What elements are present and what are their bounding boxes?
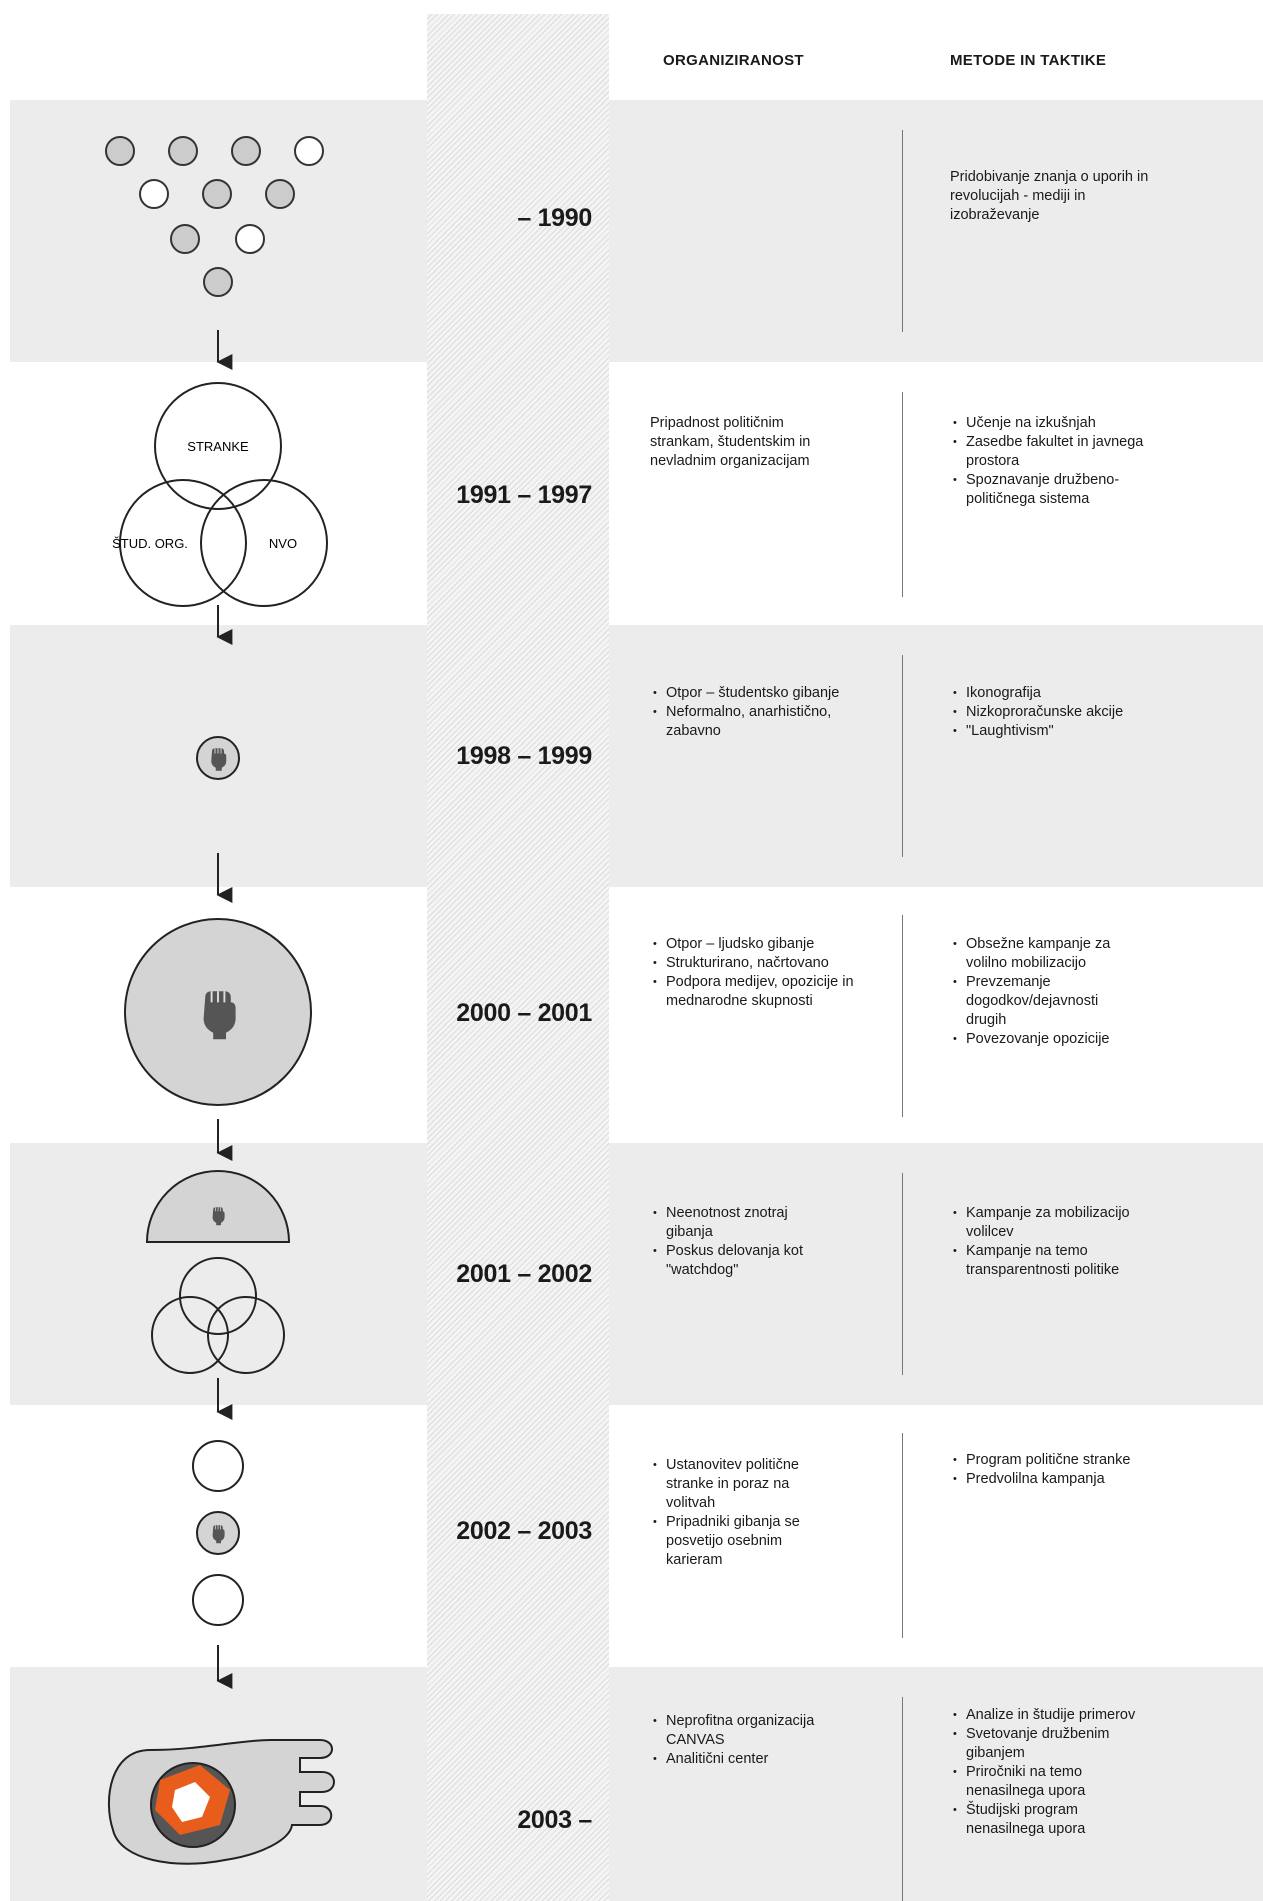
list-item: Neenotnost znotraj gibanja: [650, 1204, 826, 1242]
list-item: Neprofitna organizacija CANVAS: [650, 1712, 846, 1750]
years-label: 2003 –: [517, 1806, 592, 1834]
separator-row-1: [902, 130, 903, 332]
fist-icon: [124, 918, 312, 1106]
list-item: Program politične stranke: [950, 1451, 1190, 1470]
list-item: Poskus delovanja kot "watchdog": [650, 1242, 846, 1280]
separator-row-2: [902, 392, 903, 597]
fist-icon: [196, 736, 240, 780]
metode-list: Program politične stranke Predvolilna ka…: [950, 1451, 1190, 1489]
years-label: 2000 – 2001: [456, 999, 592, 1027]
list-item: "Laughtivism": [950, 722, 1190, 741]
party-circles-icon: [192, 1440, 244, 1626]
venn-label-nvo: NVO: [269, 536, 297, 551]
list-item: Predvolilna kampanja: [950, 1470, 1190, 1489]
list-item: Študijski program nenasilnega upora: [950, 1801, 1146, 1839]
row-band-1990: [10, 100, 1263, 362]
venn-label-stranke: STRANKE: [187, 439, 249, 454]
separator-row-6: [902, 1433, 903, 1638]
organiziranost-list: Ustanovitev politične stranke in poraz n…: [650, 1456, 890, 1570]
list-item: Ikonografija: [950, 684, 1190, 703]
list-item: Kampanje na temo transparentnosti politi…: [950, 1242, 1166, 1280]
metode-list: Učenje na izkušnjah Zasedbe fakultet in …: [950, 414, 1190, 509]
list-item: Otpor – študentsko gibanje: [650, 684, 890, 703]
separator-row-3: [902, 655, 903, 857]
list-item: Priročniki na temo nenasilnega upora: [950, 1763, 1146, 1801]
organiziranost-list: Neenotnost znotraj gibanja Poskus delova…: [650, 1204, 890, 1280]
years-label: – 1990: [517, 204, 592, 232]
metode-list: Kampanje za mobilizacijo volilcev Kampan…: [950, 1204, 1190, 1280]
list-item: Neformalno, anarhistično, zabavno: [650, 703, 866, 741]
header-metode: METODE IN TAKTIKE: [950, 52, 1107, 69]
venn-diagram-icon: [119, 382, 328, 607]
funnel-circles-icon: [105, 136, 324, 297]
list-item: Pripadniki gibanja se posvetijo osebnim …: [650, 1513, 841, 1570]
list-item: Svetovanje družbenim gibanjem: [950, 1725, 1166, 1763]
list-item: Povezovanje opozicije: [950, 1030, 1190, 1049]
list-item: Analitični center: [650, 1750, 890, 1769]
organiziranost-list: Otpor – študentsko gibanje Neformalno, a…: [650, 684, 890, 741]
metode-list: Analize in študije primerov Svetovanje d…: [950, 1706, 1190, 1839]
split-movement-icon: [145, 1170, 291, 1374]
list-item: Podpora medijev, opozicije in mednarodne…: [650, 973, 876, 1011]
organiziranost-text: Pripadnost političnim strankam, študents…: [650, 415, 811, 469]
years-label: 1991 – 1997: [456, 481, 592, 509]
separator-row-7: [902, 1697, 903, 1901]
years-column-hatch: [427, 14, 609, 1901]
years-label: 2002 – 2003: [456, 1517, 592, 1545]
header-organiziranost: ORGANIZIRANOST: [663, 52, 804, 69]
organiziranost-list: Neprofitna organizacija CANVAS Analitičn…: [650, 1712, 890, 1769]
list-item: Spoznavanje družbeno-političnega sistema: [950, 471, 1126, 509]
hand-holding-globe-icon: [107, 1739, 335, 1865]
years-label: 1998 – 1999: [456, 742, 592, 770]
separator-row-5: [902, 1173, 903, 1375]
list-item: Strukturirano, načrtovano: [650, 954, 890, 973]
list-item: Otpor – ljudsko gibanje: [650, 935, 890, 954]
list-item: Obsežne kampanje za volilno mobilizacijo: [950, 935, 1136, 973]
list-item: Učenje na izkušnjah: [950, 414, 1190, 433]
list-item: Ustanovitev politične stranke in poraz n…: [650, 1456, 841, 1513]
years-label: 2001 – 2002: [456, 1260, 592, 1288]
separator-row-4: [902, 915, 903, 1117]
list-item: Prevzemanje dogodkov/dejavnosti drugih: [950, 973, 1136, 1030]
metode-list: Obsežne kampanje za volilno mobilizacijo…: [950, 935, 1190, 1049]
metode-list: Ikonografija Nizkoproračunske akcije "La…: [950, 684, 1190, 741]
list-item: Zasedbe fakultet in javnega prostora: [950, 433, 1166, 471]
venn-label-stud-org: ŠTUD. ORG.: [112, 536, 188, 551]
metode-text: Pridobivanje znanja o uporih in revoluci…: [950, 169, 1149, 223]
organiziranost-list: Otpor – ljudsko gibanje Strukturirano, n…: [650, 935, 890, 1011]
list-item: Analize in študije primerov: [950, 1706, 1190, 1725]
list-item: Nizkoproračunske akcije: [950, 703, 1190, 722]
list-item: Kampanje za mobilizacijo volilcev: [950, 1204, 1166, 1242]
